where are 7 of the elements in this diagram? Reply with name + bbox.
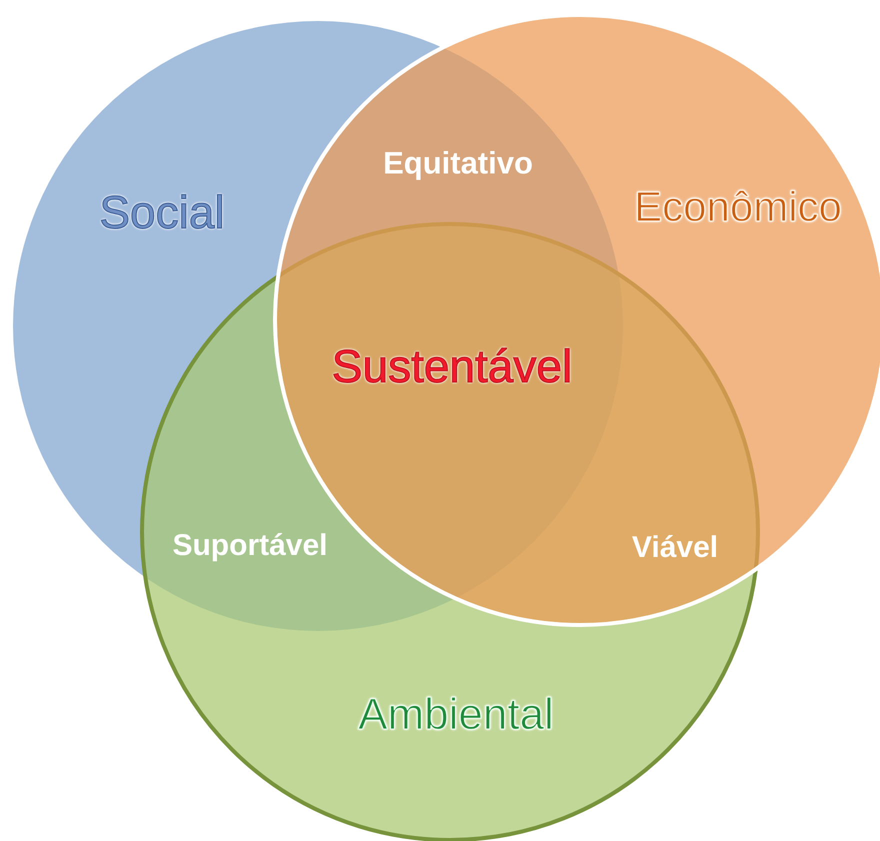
- region-label: Viável: [632, 533, 718, 563]
- region-label: Suportável: [172, 531, 328, 561]
- circle-label: Ambiental: [358, 693, 554, 737]
- region-label: Equitativo: [383, 148, 533, 178]
- circle-label: Econômico: [634, 186, 842, 228]
- center-label: Sustentável: [332, 343, 572, 389]
- circle-label: Social: [99, 189, 225, 235]
